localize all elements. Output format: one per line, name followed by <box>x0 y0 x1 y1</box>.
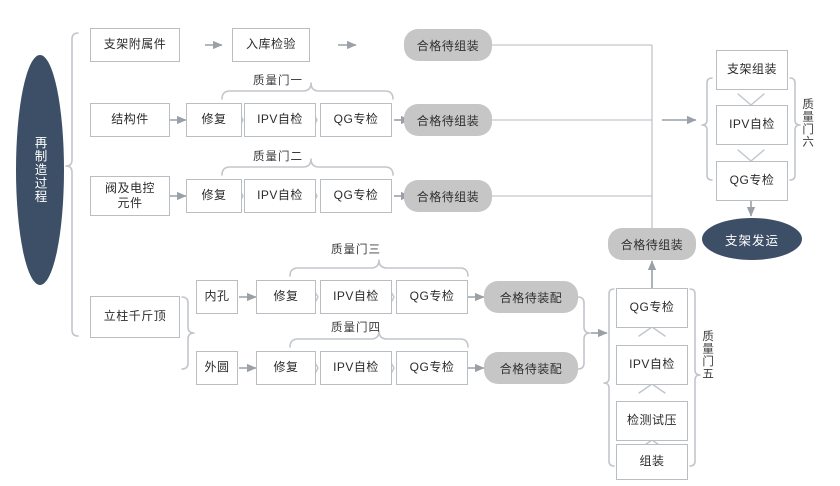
node-column-bottom-assembly[interactable]: 组装 <box>616 444 688 480</box>
node-row2-ipv[interactable]: IPV自检 <box>244 103 316 137</box>
pill-row3-output[interactable]: 合格待组装 <box>404 180 492 212</box>
pill-row2-output[interactable]: 合格待组装 <box>404 104 492 136</box>
node-column-right-ipv[interactable]: IPV自检 <box>716 105 788 145</box>
node-branchB-repair[interactable]: 修复 <box>256 351 316 385</box>
process-root-ellipse: 再制造过程 <box>16 55 64 285</box>
node-row2-input[interactable]: 结构件 <box>90 103 170 137</box>
node-branchB-ipv[interactable]: IPV自检 <box>320 351 392 385</box>
pill-column-bottom-output[interactable]: 合格待组装 <box>608 228 696 260</box>
node-row1-input[interactable]: 支架附属件 <box>90 28 180 62</box>
pill-branchB-output[interactable]: 合格待装配 <box>484 352 578 384</box>
pill-row1-output[interactable]: 合格待组装 <box>404 29 492 61</box>
node-branchA-qg[interactable]: QG专检 <box>396 280 468 314</box>
node-branchA-repair[interactable]: 修复 <box>256 280 316 314</box>
shipment-end-ellipse: 支架发运 <box>702 218 802 260</box>
node-branchB-qg[interactable]: QG专检 <box>396 351 468 385</box>
node-row1-incoming-inspection[interactable]: 入库检验 <box>232 28 310 62</box>
node-column-bottom-test[interactable]: 检测试压 <box>616 401 688 441</box>
node-row2-repair[interactable]: 修复 <box>186 103 242 137</box>
gate-label-four: 质量门四 <box>331 322 381 334</box>
node-column-bottom-ipv[interactable]: IPV自检 <box>616 345 688 385</box>
node-column-right-qg[interactable]: QG专检 <box>716 161 788 201</box>
node-row3-qg[interactable]: QG专检 <box>320 179 392 213</box>
node-row2-qg[interactable]: QG专检 <box>320 103 392 137</box>
gate-label-six: 质量门六 <box>801 98 814 148</box>
pill-branchA-output[interactable]: 合格待装配 <box>484 281 578 313</box>
gate-label-one: 质量门一 <box>253 75 303 87</box>
node-row3-input-line2: 元件 <box>117 196 143 210</box>
node-column-bottom-qg[interactable]: QG专检 <box>616 288 688 328</box>
node-branch-input[interactable]: 立柱千斤顶 <box>90 296 180 338</box>
node-branch-sub-inner-bore[interactable]: 内孔 <box>196 280 238 314</box>
gate-label-two: 质量门二 <box>253 151 303 163</box>
node-branch-sub-outer-circle[interactable]: 外圆 <box>196 351 238 385</box>
node-row3-ipv[interactable]: IPV自检 <box>244 179 316 213</box>
node-branchA-ipv[interactable]: IPV自检 <box>320 280 392 314</box>
gate-label-three: 质量门三 <box>331 244 381 256</box>
node-row3-input-line1: 阀及电控 <box>104 181 155 195</box>
gate-label-five: 质量门五 <box>701 330 714 380</box>
node-column-right-bracket-assembly[interactable]: 支架组装 <box>716 50 788 90</box>
node-row3-repair[interactable]: 修复 <box>186 179 242 213</box>
node-row3-input[interactable]: 阀及电控元件 <box>90 176 170 216</box>
